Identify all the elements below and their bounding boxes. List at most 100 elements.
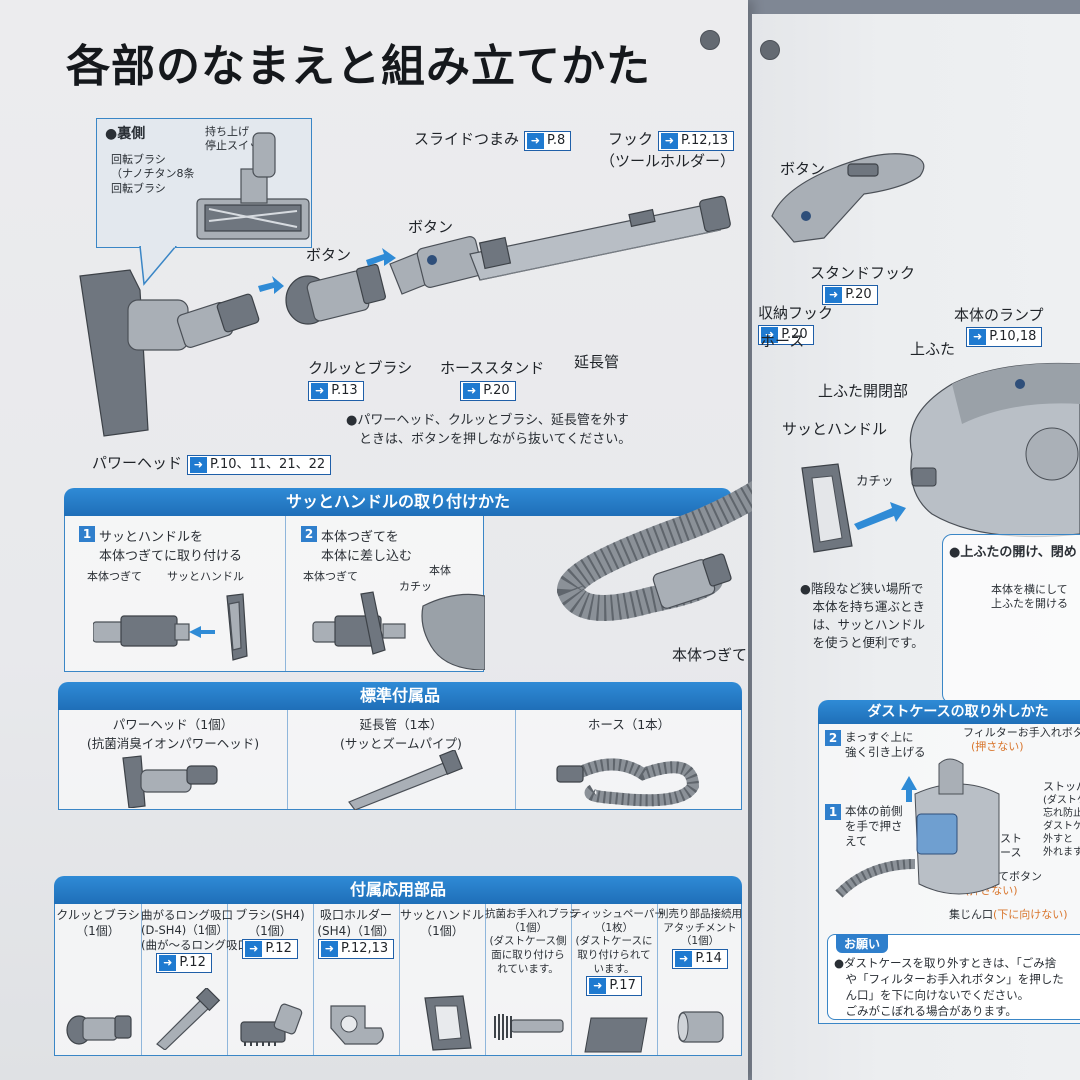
stopper-label: ストッパ (ダストケ 忘れ防止 ダストケ 外すと 外れます [1043,780,1080,859]
step2-joint-label: 本体つぎて [303,570,358,583]
storage-hook-label: 収納フック ➜P.20 [758,302,833,345]
storage-hook-page-ref: ➜P.20 [758,325,814,345]
brush-label: クルッとブラシ ➜P.13 [308,357,412,401]
step1-handle-label: サッとハンドル [167,570,244,583]
top-cover-label: 上ふた [910,340,956,358]
body-lamp-page-ref: ➜P.10,18 [966,327,1043,347]
optional-item-brush: クルッとブラシ （1個） [56,908,140,938]
button-label-handle: ボタン [780,160,826,178]
top-open-box: ●上ふたの開け、閉め 本体を横にして 上ふたを開ける [942,534,1080,704]
hose-stand-label: ホーススタンド ➜P.20 [440,357,544,401]
back-view-box: ●裏側 持ち上げ 停止スイッチ 回転ブラシ （ナノチタン8条 回転ブラシ [96,118,312,248]
request-heading: お願い [836,934,889,953]
power-head-page-ref: ➜P.10、11、21、22 [186,455,332,475]
handle-section-banner: サッとハンドルの取り付けかた [64,488,732,516]
collector-label: 集じん口(下に向けない) [949,908,1068,921]
opt-brush-sh4-icon [240,1003,303,1046]
standard-item-pipe: 延長管（1本）(サッとズームパイプ) [340,717,462,751]
tissue-page-ref: ➜P.17 [586,976,642,997]
button-label-pipe: ボタン [408,218,454,236]
optional-item-attachment: 別売り部品接続用 アタッチメント （1個） ➜P.14 [657,908,743,969]
hook-page-ref: ➜P.12,13 [657,131,735,151]
callout-pointer [139,246,177,286]
vacuum-body-illustration [909,362,1080,538]
opt-long-nozzle-icon [156,988,221,1050]
optional-banner: 付属応用部品 [54,876,742,904]
top-open-text: 本体を横にして 上ふたを開ける [991,583,1068,611]
power-head-shape [79,269,149,437]
remove-note: ●パワーヘッド、クルッとブラシ、延長管を外す ときは、ボタンを押しながら抜いてく… [346,413,632,447]
opt-attachment-icon [677,1011,724,1043]
step2-body-label: 本体 [429,564,451,577]
grip-illustration [771,153,925,243]
handle-part-illustration [801,463,853,553]
optional-item-holder: 吸口ホルダー (SH4)（1個） ➜P.12,13 [313,908,399,960]
handle-label: サッとハンドル [782,420,888,438]
standard-box: パワーヘッド（1個）(抗菌消臭イオンパワーヘッド) 延長管（1本）(サッとズーム… [58,710,742,810]
step2-illustration [312,591,485,670]
opt-tissue-icon [584,1017,648,1053]
dust-case-illustration [835,758,1000,898]
click-arrow [854,502,906,530]
standard-item-hose: ホース（1本） [587,717,671,732]
optional-item-care-brush: 抗菌お手入れブラシ （1個） (ダストケース側 面に取り付けら れています。 [485,908,580,975]
click-label: カチッ [856,473,894,488]
optional-item-handle: サッとハンドル （1個） [399,908,484,938]
slide-knob-page-ref: ➜P.8 [523,131,572,151]
handle-tip-note: ●階段など狭い場所で 本体を持ち運ぶとき は、サッとハンドル を使うと便利です。 [800,581,926,651]
power-head-label: パワーヘッド ➜P.10、11、21、22 [92,452,332,475]
top-cover-open-label: 上ふた開閉部 [818,382,909,400]
power-head-back-illustration [196,132,310,240]
body-lamp-label: 本体のランプ ➜P.10,18 [954,304,1044,347]
stand-hook-page-ref: ➜P.20 [822,285,878,305]
standard-item-power-head: パワーヘッド（1個）(抗菌消臭イオンパワーヘッド) [86,717,260,751]
standard-power-head-icon [122,755,218,808]
optional-item-tissue: ティッシュペーパー （1枚） (ダストケースに 取り付けられて います。 ➜P.… [571,908,665,997]
request-box: お願い ●ダストケースを取り外すときは、「ごみ捨 や「フィルターお手入れボタン」… [827,934,1080,1020]
standard-pipe-icon [348,750,463,810]
opt-brush-icon [66,1015,132,1045]
filter-button-label: フィルターお手入れボタ (押さない) [963,726,1080,754]
right-page: ボタン スタンドフック ➜P.20 収納フック ➜P.20 ホース 本体のランプ… [672,14,1080,1080]
back-view-heading: ●裏側 [105,126,146,142]
hook-label: フック ➜P.12,13 [608,128,735,151]
extension-pipe-label: 延長管 [574,353,620,371]
brush-page-ref: ➜P.13 [308,381,364,401]
hose-stand-page-ref: ➜P.20 [460,381,516,401]
request-text: ●ダストケースを取り外すときは、「ごみ捨 や「フィルターお手入れボタン」を押した… [834,956,1064,1019]
assembly-illustration [79,195,731,437]
step1-illustration [93,593,248,661]
brush-sh4-page-ref: ➜P.12 [242,939,298,960]
step2-click-label: カチッ [399,580,432,593]
top-open-heading: ●上ふたの開け、閉め [949,545,1077,560]
rotating-brush-label: 回転ブラシ （ナノチタン8条 回転ブラシ [111,153,195,195]
opt-holder-icon [330,1005,384,1045]
standard-hose-icon [556,758,700,807]
attachment-page-ref: ➜P.14 [672,948,728,969]
page-title: 各部のなまえと組み立てかた [66,41,651,92]
holder-page-ref: ➜P.12,13 [317,939,395,960]
long-nozzle-page-ref: ➜P.12 [156,952,212,973]
dust-banner: ダストケースの取り外しかた [818,700,1080,724]
slide-knob-label: スライドつまみ ➜P.8 [414,128,572,151]
opt-handle-icon [424,995,472,1051]
tool-holder-label: （ツールホルダー） [600,152,736,170]
hose-label: ホース [760,332,805,350]
opt-care-brush-icon [494,1014,564,1040]
standard-banner: 標準付属品 [58,682,742,710]
button-label-brush: ボタン [306,246,352,264]
binder-hole-right [760,40,780,60]
optional-box: クルッとブラシ （1個） 曲がるロング吸口 (D-SH4)（1個） (曲が～るロ… [54,904,742,1056]
left-page: 各部のなまえと組み立てかた ●裏側 持ち上げ 停止スイッチ 回転ブラシ （ナノチ… [0,0,748,1080]
stand-hook-label: スタンドフック ➜P.20 [810,262,915,305]
binder-hole [700,30,720,50]
body-joint-label: 本体つぎて [672,646,748,664]
optional-item-long-nozzle: 曲がるロング吸口 (D-SH4)（1個） (曲が～るロング吸口) ➜P.12 [141,908,253,973]
step1-joint-label: 本体つぎて [87,570,142,583]
